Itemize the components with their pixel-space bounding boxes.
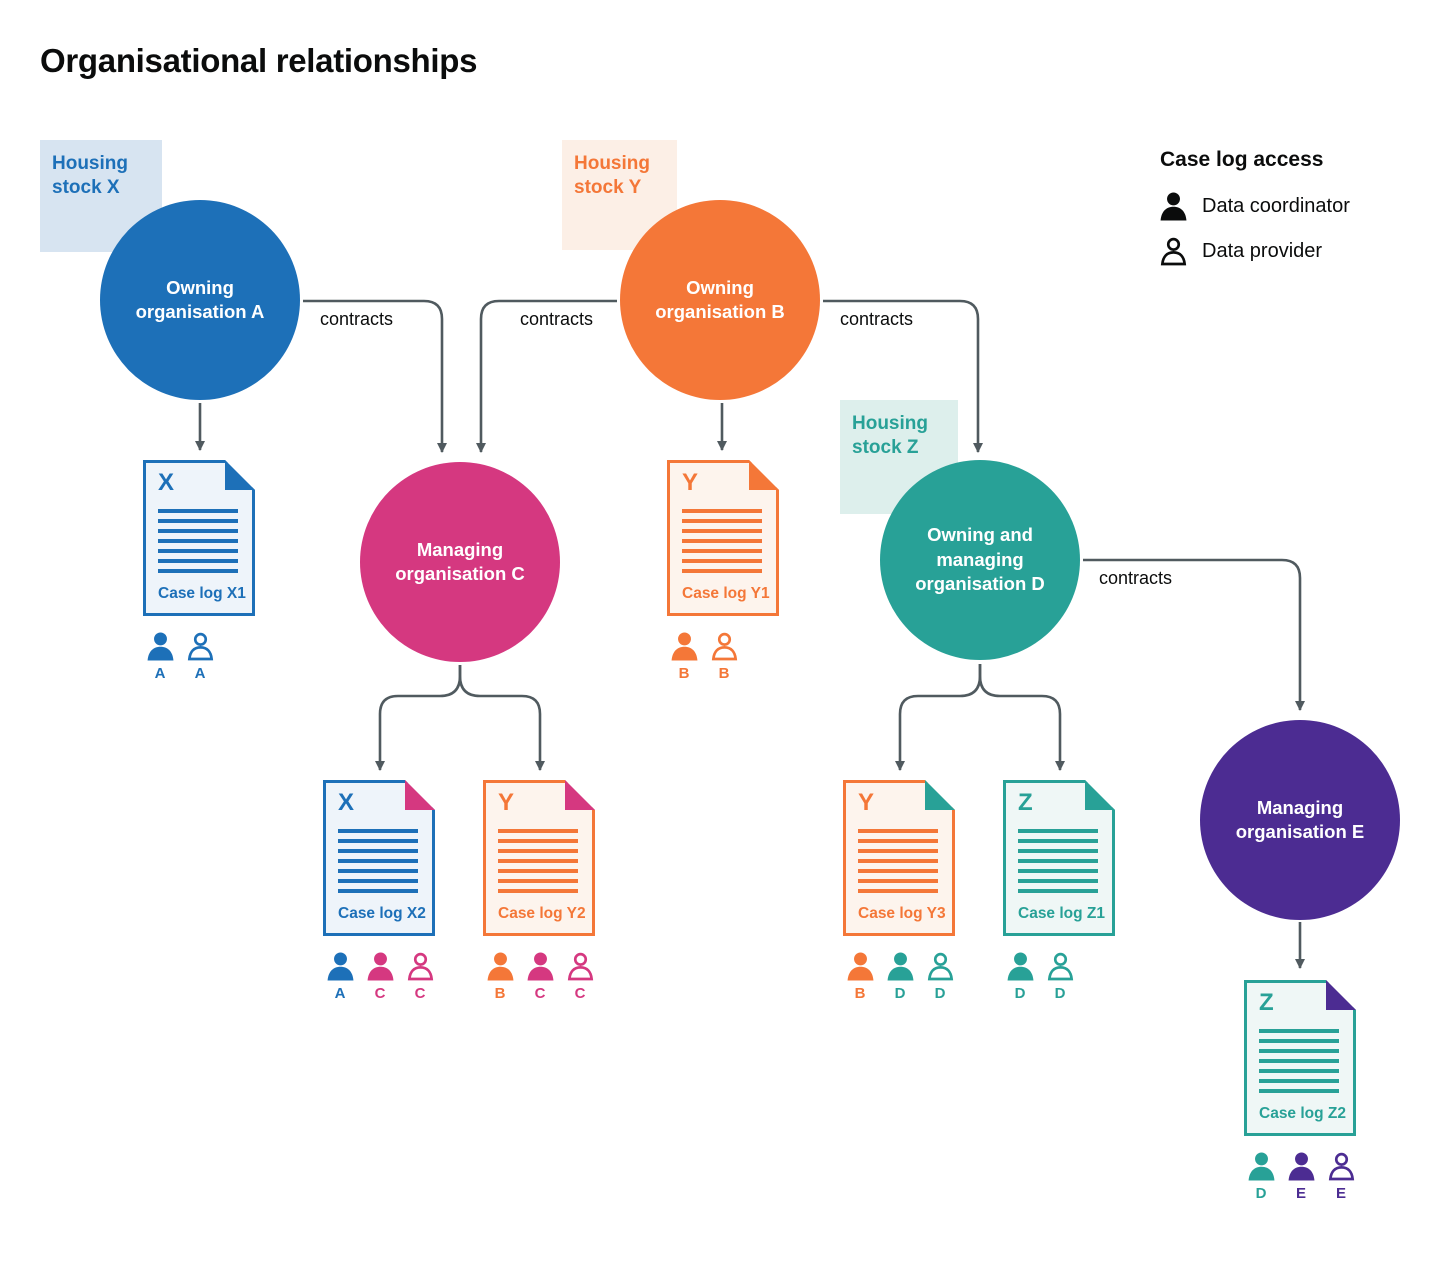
access-provider-a: A <box>185 632 215 682</box>
case-log-z2-document: Z Case log Z2 <box>1244 980 1356 1136</box>
case-log-label: Case log Y3 <box>858 905 946 922</box>
data-coordinator-icon <box>671 632 698 661</box>
data-coordinator-icon <box>1248 1152 1275 1181</box>
data-coordinator-icon <box>1288 1152 1315 1181</box>
data-coordinator-icon <box>527 952 554 981</box>
case-log-z1-document: Z Case log Z1 <box>1003 780 1115 936</box>
arrow-c-to-case-log-y2 <box>458 665 545 771</box>
case-log-x2-document: X Case log X2 <box>323 780 435 936</box>
data-provider-icon <box>1047 952 1074 981</box>
circle-owning-managing-organisation-d: Owning and managing organisation D <box>880 460 1080 660</box>
case-log-label: Case log Y2 <box>498 905 586 922</box>
legend-item-label: Data coordinator <box>1202 195 1350 217</box>
access-provider-b: B <box>709 632 739 682</box>
access-coordinator-b: B <box>845 952 875 1002</box>
case-log-label: Case log Y1 <box>682 585 770 602</box>
circle-managing-organisation-e: Managing organisation E <box>1200 720 1400 920</box>
contracts-label-b-c: contracts <box>520 309 594 329</box>
case-log-letter: X <box>158 469 175 496</box>
case-log-z1-access: D D <box>1005 952 1075 1002</box>
contracts-label-b-d: contracts <box>840 309 914 329</box>
data-provider-icon <box>187 632 214 661</box>
access-coordinator-b: B <box>485 952 515 1002</box>
page-title: Organisational relationships <box>40 42 478 79</box>
case-log-y1-document: Y Case log Y1 <box>667 460 779 616</box>
access-coordinator-d: D <box>1005 952 1035 1002</box>
circle-managing-organisation-c: Managing organisation C <box>360 462 560 662</box>
case-log-z2-access: D E E <box>1246 1152 1356 1202</box>
access-coordinator-e: E <box>1286 1152 1316 1202</box>
document-lines-icon <box>498 829 578 893</box>
case-log-x2-access: A C C <box>325 952 435 1002</box>
arrow-d-to-case-log-z1 <box>978 664 1065 771</box>
access-coordinator-d: D <box>1246 1152 1276 1202</box>
case-log-letter: Y <box>858 789 875 816</box>
case-log-letter: Y <box>498 789 515 816</box>
arrow-c-to-case-log-x2 <box>375 665 462 771</box>
access-coordinator-c: C <box>525 952 555 1002</box>
access-provider-c: C <box>405 952 435 1002</box>
data-provider-icon <box>567 952 594 981</box>
legend-item-data-coordinator: Data coordinator <box>1160 192 1350 221</box>
document-lines-icon <box>682 509 762 573</box>
data-coordinator-icon <box>887 952 914 981</box>
legend-title: Case log access <box>1160 148 1324 171</box>
access-coordinator-d: D <box>885 952 915 1002</box>
contracts-label-a-c: contracts <box>320 309 394 329</box>
circle-owning-organisation-a: Owning organisation A <box>100 200 300 400</box>
case-log-letter: Y <box>682 469 699 496</box>
case-log-y1-access: B B <box>669 632 739 682</box>
data-coordinator-icon <box>847 952 874 981</box>
access-coordinator-a: A <box>325 952 355 1002</box>
document-lines-icon <box>158 509 238 573</box>
housing-stock-x-label: Housing stock X <box>40 140 162 252</box>
access-coordinator-b: B <box>669 632 699 682</box>
legend-case-log-access: Case log access Data coordinator Data pr… <box>1160 148 1350 282</box>
data-provider-icon <box>1160 237 1187 266</box>
data-provider-icon <box>927 952 954 981</box>
case-log-letter: Z <box>1259 989 1274 1016</box>
circle-owning-organisation-b: Owning organisation B <box>620 200 820 400</box>
contracts-label-d-e: contracts <box>1099 568 1173 588</box>
access-coordinator-c: C <box>365 952 395 1002</box>
case-log-x1-access: A A <box>145 632 215 682</box>
case-log-label: Case log X1 <box>158 585 246 602</box>
data-coordinator-icon <box>147 632 174 661</box>
access-provider-d: D <box>1045 952 1075 1002</box>
legend-item-data-provider: Data provider <box>1160 237 1350 266</box>
case-log-x1-document: X Case log X1 <box>143 460 255 616</box>
data-coordinator-icon <box>487 952 514 981</box>
access-coordinator-a: A <box>145 632 175 682</box>
case-log-y2-access: B C C <box>485 952 595 1002</box>
access-provider-c: C <box>565 952 595 1002</box>
arrow-d-to-case-log-y3 <box>895 664 982 771</box>
legend-item-label: Data provider <box>1202 240 1323 262</box>
case-log-label: Case log Z2 <box>1259 1105 1346 1122</box>
document-lines-icon <box>1259 1029 1339 1093</box>
data-coordinator-icon <box>367 952 394 981</box>
case-log-y2-document: Y Case log Y2 <box>483 780 595 936</box>
data-coordinator-icon <box>1007 952 1034 981</box>
data-provider-icon <box>711 632 738 661</box>
data-provider-icon <box>407 952 434 981</box>
case-log-letter: X <box>338 789 355 816</box>
case-log-label: Case log X2 <box>338 905 426 922</box>
case-log-label: Case log Z1 <box>1018 905 1105 922</box>
data-coordinator-icon <box>327 952 354 981</box>
document-lines-icon <box>1018 829 1098 893</box>
case-log-y3-document: Y Case log Y3 <box>843 780 955 936</box>
access-provider-e: E <box>1326 1152 1356 1202</box>
data-provider-icon <box>1328 1152 1355 1181</box>
case-log-y3-access: B D D <box>845 952 955 1002</box>
data-coordinator-icon <box>1160 192 1187 221</box>
document-lines-icon <box>338 829 418 893</box>
case-log-letter: Z <box>1018 789 1033 816</box>
access-provider-d: D <box>925 952 955 1002</box>
document-lines-icon <box>858 829 938 893</box>
